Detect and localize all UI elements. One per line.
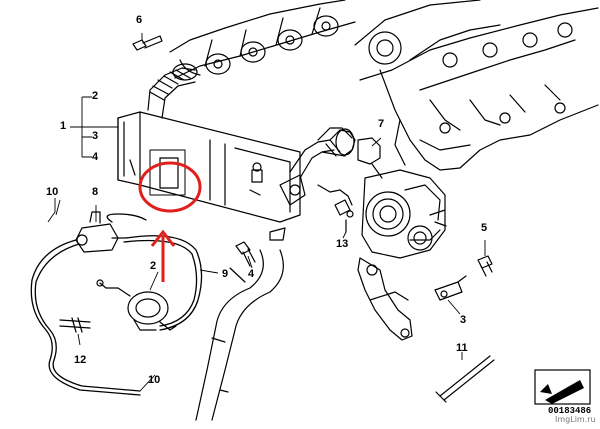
callout-9: 9 — [222, 268, 229, 280]
stud-11 — [435, 355, 495, 403]
vacuum-actuator — [96, 279, 177, 331]
intake-hose — [195, 249, 284, 421]
callout-8: 8 — [92, 186, 99, 198]
callout-12: 12 — [74, 354, 87, 366]
intake-manifold — [354, 0, 599, 171]
callout-4-lower: 4 — [248, 268, 255, 280]
callout-10-top: 10 — [46, 186, 59, 198]
callout-2-lower: 2 — [150, 260, 157, 272]
callout-6: 6 — [136, 14, 143, 26]
bolt-6 — [132, 35, 163, 51]
bolt-4 — [235, 241, 256, 267]
diagram-part-number: 00183486 — [548, 406, 592, 416]
callout-10-bottom: 10 — [148, 374, 161, 386]
callout-13: 13 — [336, 238, 349, 250]
callout-7: 7 — [378, 118, 385, 130]
callout-2: 2 — [92, 90, 99, 102]
callout-4: 4 — [92, 151, 99, 163]
highlight-marker — [138, 161, 202, 282]
temperature-sensor — [317, 184, 354, 233]
callout-3-lower: 3 — [460, 314, 467, 326]
callout-1: 1 — [60, 120, 67, 132]
mounting-bracket — [357, 257, 467, 341]
egr-valve-housing — [357, 137, 447, 259]
watermark: ImgLim.ru — [555, 415, 596, 424]
exhaust-manifold — [169, 0, 356, 79]
egr-pipe — [289, 127, 356, 179]
leader-lines — [47, 33, 486, 392]
callout-3: 3 — [92, 130, 99, 142]
callout-5: 5 — [481, 222, 488, 234]
solenoid-valve — [75, 211, 127, 253]
bolt-5 — [477, 255, 493, 277]
callout-11: 11 — [456, 342, 468, 354]
egr-cooler — [117, 63, 306, 241]
direction-arrow-icon — [534, 369, 591, 405]
